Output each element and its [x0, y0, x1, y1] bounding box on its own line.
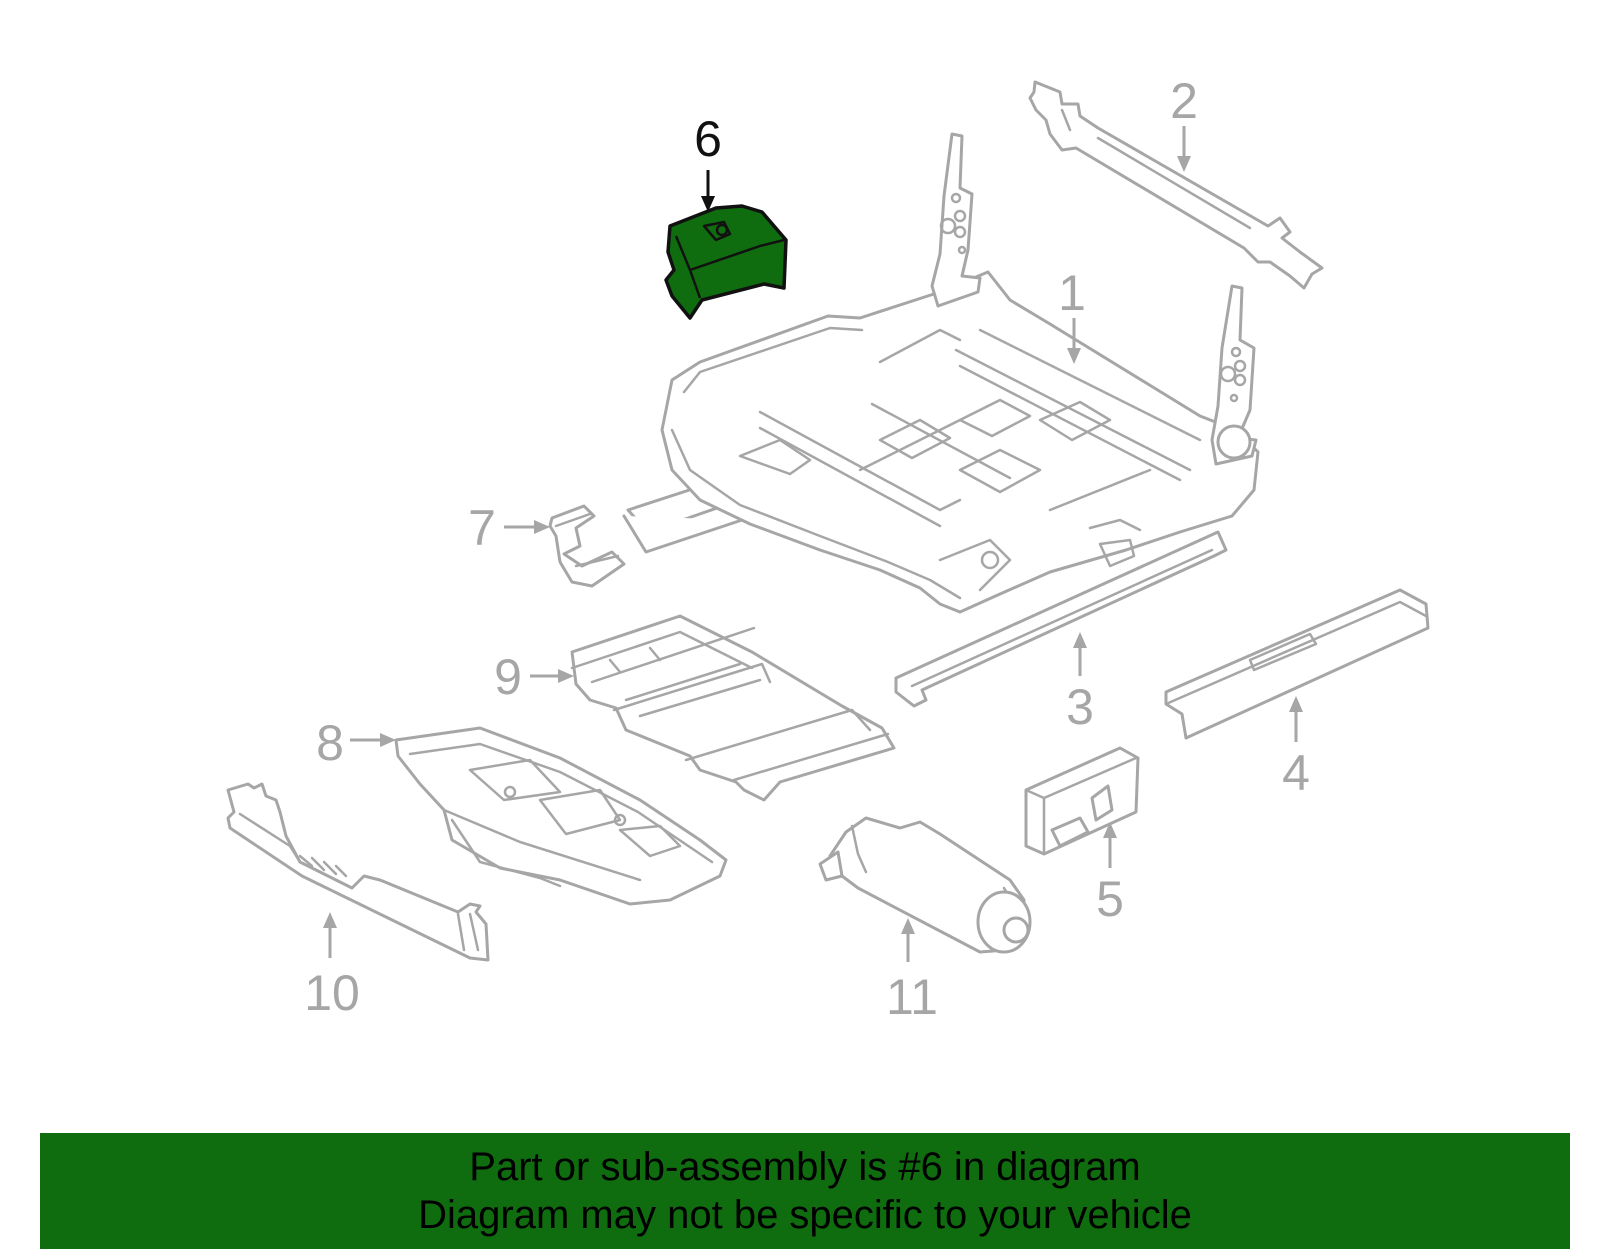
callout-1[interactable]: 1 [1058, 265, 1086, 321]
part-8-seat-pan[interactable] [394, 726, 728, 906]
callout-3[interactable]: 3 [1066, 679, 1094, 735]
banner-line-1: Part or sub-assembly is #6 in diagram [469, 1145, 1141, 1189]
callout-6[interactable]: 6 [694, 111, 722, 167]
leader-lines [323, 126, 1303, 962]
callout-5[interactable]: 5 [1096, 871, 1124, 927]
callout-2[interactable]: 2 [1170, 73, 1198, 129]
part-2-crossbar[interactable] [1028, 80, 1324, 290]
callout-4[interactable]: 4 [1282, 745, 1310, 801]
callout-7[interactable]: 7 [468, 500, 496, 556]
callout-8[interactable]: 8 [316, 715, 344, 771]
callout-labels: 1 2 3 4 5 6 7 8 9 10 11 [304, 73, 1310, 1025]
banner-line-2: Diagram may not be specific to your vehi… [418, 1193, 1192, 1237]
part-5-switch[interactable] [1024, 746, 1140, 856]
callout-9[interactable]: 9 [494, 649, 522, 705]
part-10-trim-panel[interactable] [226, 782, 490, 962]
part-3-seat-track[interactable] [894, 530, 1228, 708]
callout-11[interactable]: 11 [886, 969, 938, 1025]
callout-10[interactable]: 10 [304, 965, 360, 1021]
info-banner: Part or sub-assembly is #6 in diagram Di… [40, 1133, 1570, 1249]
part-6-cover-highlighted[interactable] [664, 204, 788, 320]
part-1-seat-frame[interactable] [622, 132, 1260, 614]
part-9-bladder[interactable] [570, 614, 896, 802]
part-7-bracket[interactable] [548, 504, 626, 588]
part-4-rail[interactable] [1164, 588, 1430, 740]
part-11-motor[interactable] [818, 816, 1032, 954]
